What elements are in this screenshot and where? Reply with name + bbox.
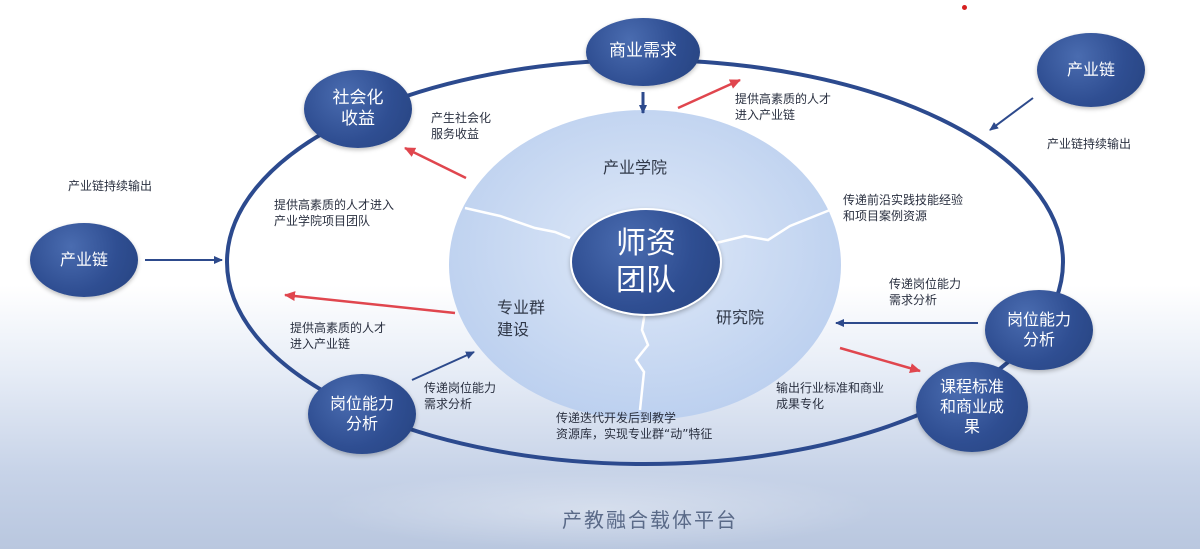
divider-left (464, 206, 571, 240)
annotation-chain-output-left: 产业链持续输出 (68, 179, 153, 193)
node-social-benefit: 社会化 收益 (304, 70, 412, 148)
center-node-teacher-team: 师资 团队 (570, 208, 722, 316)
arrow-chain-right (989, 97, 1034, 131)
annotation-standard-output: 输出行业标准和商业 成果专化 (776, 381, 885, 411)
center-label-line1: 师资 (616, 225, 676, 261)
arrow-standard-output (839, 346, 921, 374)
arrow-social-benefit (404, 146, 467, 180)
arrow-job-left (411, 351, 475, 381)
annotation-job-demand-left: 传递岗位能力 需求分析 (424, 381, 497, 411)
arrow-talent-top (677, 78, 741, 110)
annotation-talent-top: 提供高素质的人才 进入产业链 (735, 92, 832, 122)
label-industry-college: 产业学院 (603, 158, 668, 177)
annotation-iterative-dev: 传递迭代开发后到教学 资源库，实现专业群“动”特征 (556, 411, 713, 441)
annotation-chain-output-right: 产业链持续输出 (1047, 137, 1132, 151)
annotation-frontier-skills: 传递前沿实践技能经验 和项目案例资源 (843, 193, 964, 223)
platform-title: 产教融合载体平台 (562, 508, 738, 532)
annotation-talent-left: 提供高素质的人才 进入产业链 (290, 321, 387, 351)
label-research-institute: 研究院 (716, 308, 765, 327)
arrow-talent-left (284, 291, 456, 315)
node-job-ability-left: 岗位能力 分析 (308, 374, 416, 454)
divider-right (711, 208, 831, 246)
annotation-job-demand-right: 传递岗位能力 需求分析 (889, 277, 962, 307)
annotation-social-service: 产生社会化 服务收益 (431, 111, 492, 141)
node-curriculum-standard: 课程标准 和商业成 果 (916, 362, 1028, 452)
node-business-demand: 商业需求 (586, 18, 700, 86)
divider-bottom (634, 311, 650, 411)
red-dot-mark (962, 5, 967, 10)
node-job-ability-right: 岗位能力 分析 (985, 290, 1093, 370)
label-major-group: 专业群 建设 (497, 298, 546, 339)
node-industry-chain-left: 产业链 (30, 223, 138, 297)
annotation-talent-college: 提供高素质的人才进入 产业学院项目团队 (274, 198, 395, 228)
platform-glow (320, 470, 880, 550)
center-label-line2: 团队 (616, 263, 676, 298)
node-industry-chain-right: 产业链 (1037, 33, 1145, 107)
